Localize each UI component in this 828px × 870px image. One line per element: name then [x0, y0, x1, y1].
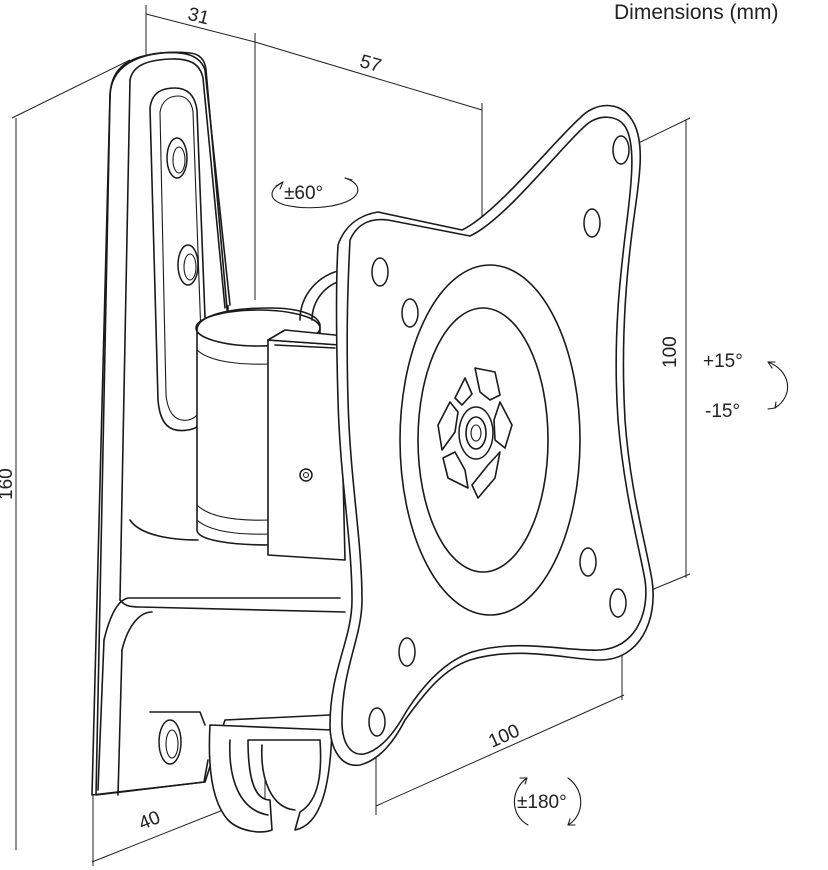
tilt-up-label: +15°	[703, 351, 743, 372]
dim-label-57: 57	[357, 51, 383, 77]
dimensions-title: Dimensions (mm)	[614, 1, 779, 24]
vesa-plate	[329, 104, 654, 767]
hub	[437, 367, 513, 499]
tilt-down-label: -15°	[705, 401, 740, 422]
dim-label-vesa-horizontal: 100	[485, 720, 523, 752]
bottom-post	[208, 724, 333, 833]
dim-label-vesa-vertical: 100	[660, 336, 681, 368]
dim-label-160: 160	[0, 468, 17, 500]
swivel-arrow-icon	[271, 177, 359, 209]
rotate-label: ±180°	[517, 792, 567, 813]
swivel-label: ±60°	[284, 183, 323, 204]
dim-label-40: 40	[136, 807, 163, 834]
tilt-arrow-icon	[767, 361, 789, 410]
rotate-arrow-icon	[513, 777, 582, 826]
dim-label-31: 31	[186, 4, 212, 29]
